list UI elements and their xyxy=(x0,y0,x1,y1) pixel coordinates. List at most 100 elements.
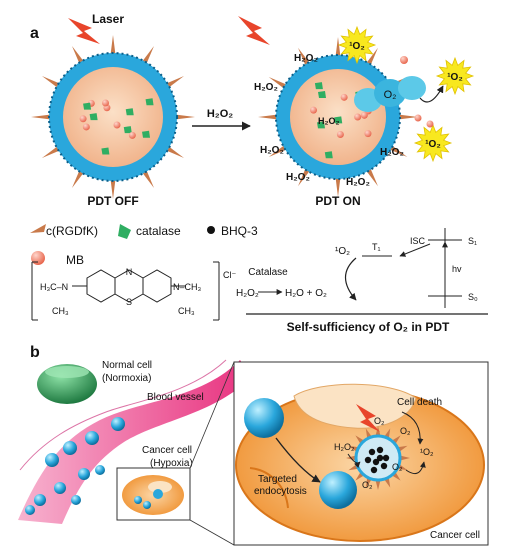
endocytosis-label: endocytosis xyxy=(254,486,307,497)
blood-vessel-label: Blood vessel xyxy=(147,392,204,403)
bhq-icon xyxy=(207,226,215,234)
circulating-nanoparticle xyxy=(95,465,105,475)
h2o2-label: H₂O₂ xyxy=(254,82,278,93)
pdt-off-caption: PDT OFF xyxy=(87,194,138,208)
o2-cycle-arrow xyxy=(401,411,424,445)
o2-label-b: O₂ xyxy=(374,416,385,426)
bhq-dot xyxy=(380,462,388,470)
scheme-singlet: ¹O₂ xyxy=(335,246,350,257)
normal-cell xyxy=(37,364,97,404)
bhq-dot xyxy=(372,458,380,466)
catalase-dot xyxy=(125,108,134,116)
singlet-oxygen-label-b: ¹O₂ xyxy=(420,447,434,457)
panel-a-label: a xyxy=(30,25,39,42)
circulating-nanoparticle xyxy=(34,494,46,506)
singlet-oxygen-burst-icon xyxy=(413,123,453,163)
laser-bolt-icon xyxy=(238,16,270,45)
rgd-spike xyxy=(335,177,341,197)
rgd-spikes xyxy=(31,35,195,199)
rgd-spike xyxy=(175,114,195,120)
singlet-oxygen-label: ¹O₂ xyxy=(349,41,365,52)
mb-dot xyxy=(102,99,110,107)
peptide-icon xyxy=(30,224,46,233)
o2-to-singlet-arrow xyxy=(419,85,444,103)
o2-label-b: O₂ xyxy=(362,480,373,490)
o2-bubble: O₂ xyxy=(384,89,397,101)
bhq-dot xyxy=(370,466,378,474)
mb-dot xyxy=(82,123,90,131)
rgd-spike xyxy=(335,37,341,57)
h2o2-label: H₂O₂ xyxy=(286,172,310,183)
mb-dot xyxy=(336,130,344,138)
h2o2-label: H₂O₂ xyxy=(260,145,284,156)
catalase-icon xyxy=(118,224,131,239)
catalase-dot xyxy=(101,147,110,155)
catalase-dot xyxy=(89,113,98,121)
mb-n-right: N–CH₃ xyxy=(173,282,202,292)
bhq-dot xyxy=(364,456,372,464)
pdt-on-caption: PDT ON xyxy=(315,194,360,208)
catalase-dot xyxy=(314,82,323,90)
catalase-dot xyxy=(83,102,92,110)
mb-counterion: Cl⁻ xyxy=(223,270,236,280)
rgd-spike xyxy=(72,45,85,65)
rgd-spike xyxy=(41,76,61,89)
circulating-nanoparticle xyxy=(78,468,90,480)
rgd-spike xyxy=(165,76,185,89)
rgd-spike xyxy=(110,179,116,199)
mb-dot xyxy=(128,131,136,139)
catalase-dot xyxy=(316,121,325,129)
blood-vessel xyxy=(18,360,252,524)
cancer-cell-label: Cancer cell xyxy=(142,445,192,456)
nanoparticle-off xyxy=(31,35,195,199)
mb-ch3-left: CH₃ xyxy=(52,306,69,316)
rgd-spike xyxy=(298,167,311,187)
circulating-nanoparticle xyxy=(54,482,66,494)
circulating-nanoparticle xyxy=(63,441,77,455)
rgd-spike xyxy=(365,47,378,67)
nanoparticle xyxy=(319,471,357,509)
rgd-spike xyxy=(398,114,418,120)
rgd-spike xyxy=(258,114,278,120)
catalase-dot xyxy=(324,151,333,159)
mb-dot xyxy=(364,130,372,138)
rgd-spike xyxy=(41,145,61,158)
rgd-spike xyxy=(141,169,154,189)
zoom-line xyxy=(189,361,235,469)
rgd-spike xyxy=(141,45,154,65)
rgd-spike xyxy=(268,144,288,157)
nanoparticle-on xyxy=(258,37,426,197)
circulating-nanoparticle xyxy=(25,505,35,515)
cancer-cell-corner-label: Cancer cell xyxy=(430,530,480,541)
bhq-dot xyxy=(376,446,384,454)
scheme-h2o2: H₂O₂ xyxy=(236,288,259,299)
singlet-oxygen-burst-icon xyxy=(435,56,475,96)
catalase-dot xyxy=(145,98,154,106)
laser-label: Laser xyxy=(92,12,124,26)
legend-catalase: catalase xyxy=(136,224,181,238)
bhq-dot xyxy=(382,454,390,462)
singlet-oxygen-label: ¹O₂ xyxy=(425,139,441,150)
rgd-spike xyxy=(298,47,311,67)
targeted-label: Targeted xyxy=(258,474,297,485)
rgd-spike xyxy=(400,455,410,461)
h2o2-label: H₂O₂ xyxy=(318,116,340,126)
mb-dot xyxy=(310,106,318,114)
circulating-nanoparticle xyxy=(111,417,125,431)
scheme-t1: T₁ xyxy=(372,242,381,252)
bhq-dot xyxy=(368,448,376,456)
normal-cell-label: Normal cell xyxy=(102,360,152,371)
catalase-dot xyxy=(334,116,343,124)
rgd-spike xyxy=(268,77,288,90)
mb-icon xyxy=(31,251,45,265)
circulating-nanoparticle xyxy=(71,495,81,505)
mb-dot xyxy=(354,113,362,121)
legend-peptide: c(RGDfK) xyxy=(46,224,98,238)
h2o2-label: H₂O₂ xyxy=(294,53,318,64)
laser-bolt-icon xyxy=(68,18,100,44)
h2o2-arrow xyxy=(347,453,361,468)
scheme-catalase: Catalase xyxy=(248,267,288,278)
laser-bolt-icon xyxy=(356,404,380,432)
scheme-curved-arrow xyxy=(344,257,357,301)
scheme-title: Self-sufficiency of O₂ in PDT xyxy=(287,320,450,334)
